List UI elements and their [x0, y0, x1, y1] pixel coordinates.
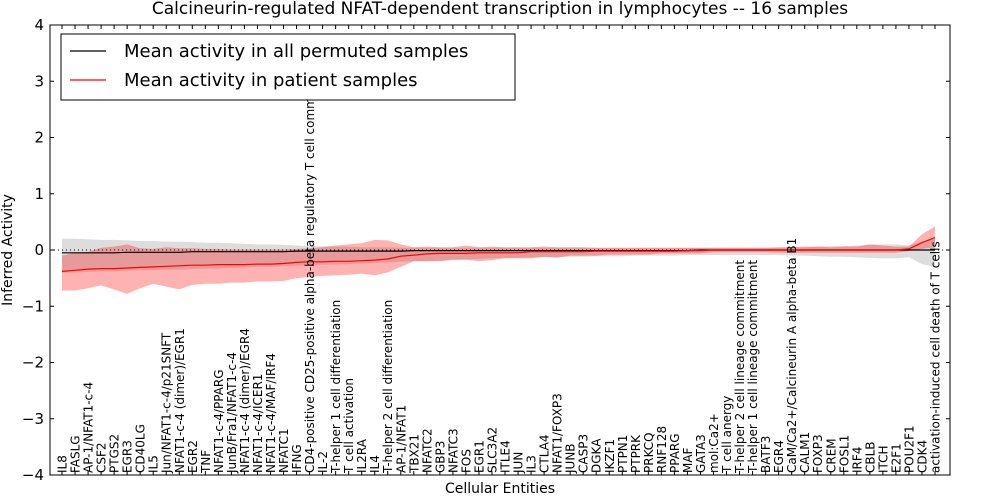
- category-label: FOXP3: [811, 434, 825, 473]
- category-label: NFAT1-c-4 (dimer)/EGR4: [238, 328, 252, 473]
- category-label: mol:Ca2+: [707, 413, 721, 473]
- category-label: CASP3: [577, 434, 591, 473]
- x-axis-label: Cellular Entities: [445, 481, 555, 497]
- category-label: E2F1: [889, 443, 903, 473]
- category-label: MAF: [681, 447, 695, 473]
- y-tick-label: 4: [34, 16, 44, 34]
- category-label: CaM/Ca2+/Calcineurin A alpha-beta B1: [785, 238, 799, 473]
- category-label: TBX21: [407, 434, 421, 474]
- category-label: JUN: [512, 452, 526, 474]
- category-label: TNF: [199, 450, 213, 474]
- category-label: Jun/NFAT1-c-4/p21SNFT: [160, 332, 174, 474]
- category-label: AP-1/NFAT1-c-4: [82, 382, 96, 473]
- y-tick-label: 2: [34, 129, 44, 147]
- category-label: T cell activation: [342, 378, 356, 474]
- series-lines: [61, 237, 936, 272]
- category-label: DGKA: [590, 438, 604, 473]
- y-tick-label: 0: [34, 241, 44, 259]
- category-label: activation-induced cell death of T cells: [929, 241, 943, 473]
- legend: Mean activity in all permuted samples Me…: [60, 33, 516, 101]
- y-tick-label: −3: [22, 410, 44, 428]
- legend-label-patient: Mean activity in patient samples: [124, 70, 418, 91]
- legend-box: [60, 33, 516, 101]
- category-label: T cell anergy: [720, 396, 734, 474]
- category-label: GBP3: [433, 441, 447, 473]
- category-label: CSF2: [95, 442, 109, 473]
- category-label: ITCH: [876, 445, 890, 473]
- category-label: GATA3: [694, 434, 708, 473]
- category-label: EGR1: [473, 440, 487, 473]
- category-label: T-helper 2 cell differentiation: [381, 300, 395, 474]
- category-label: NFATC2: [420, 428, 434, 473]
- category-label: IL-2: [316, 451, 330, 473]
- category-label: RNF128: [655, 426, 669, 473]
- category-label: JUNB: [564, 443, 578, 474]
- category-label: EGR3: [121, 440, 135, 473]
- category-label: BATF3: [759, 436, 773, 473]
- category-label: JunB/Fra1/NFAT1-c-4: [225, 352, 239, 474]
- legend-label-permuted: Mean activity in all permuted samples: [124, 41, 468, 62]
- category-label: IL8: [56, 455, 70, 473]
- category-label: NFAT1-c-4/ICER1: [251, 374, 265, 473]
- category-label: CREM: [824, 438, 838, 473]
- x-axis-ticks: [61, 25, 936, 475]
- category-label: T-helper 1 cell differentiation: [329, 300, 343, 474]
- category-label: NFATC1: [277, 428, 291, 473]
- y-tick-label: 3: [34, 72, 44, 90]
- category-label: IL3: [525, 455, 539, 473]
- category-label: NFATC3: [446, 428, 460, 473]
- y-tick-label: −1: [22, 297, 44, 315]
- category-label: NFAT1-c-4 (dimer)/EGR1: [173, 328, 187, 473]
- category-label: NFAT1-c-4/MAF/IRF4: [264, 353, 278, 473]
- category-label: NFAT1-c-4/PPARG: [212, 369, 226, 473]
- category-label: CTLA4: [538, 434, 552, 473]
- category-label: CDK4: [916, 440, 930, 473]
- category-label: T-helper 2 cell lineage commitment: [733, 260, 747, 474]
- y-tick-label: −4: [22, 466, 44, 484]
- category-label: ITLE4: [499, 440, 513, 473]
- category-label: IL4: [368, 455, 382, 473]
- category-label: CBLB: [863, 441, 877, 473]
- category-label: PRKCQ: [642, 432, 656, 473]
- category-label: CD40LG: [134, 424, 148, 473]
- y-axis-ticks: −4 −3 −2 −1 0 1 2 3 4: [22, 16, 950, 484]
- category-label: POU2F1: [902, 425, 916, 473]
- category-label: IFNG: [290, 444, 304, 473]
- category-label: SLC3A2: [486, 427, 500, 473]
- line-patient: [61, 237, 936, 272]
- category-label: AP-1/NFAT1: [394, 405, 408, 473]
- chart-title: Calcineurin-regulated NFAT-dependent tra…: [152, 0, 848, 19]
- category-label: T-helper 1 cell lineage commitment: [746, 260, 760, 474]
- y-axis-label: Inferred Activity: [0, 194, 16, 306]
- category-label: FOS: [459, 449, 473, 473]
- category-label: CD4-positive CD25-positive alpha-beta re…: [303, 57, 317, 473]
- y-tick-label: 1: [34, 185, 44, 203]
- category-label: PPARG: [668, 433, 682, 473]
- category-label: IRF4: [850, 447, 864, 473]
- category-label: CALM1: [798, 432, 812, 473]
- category-label: IL5: [147, 455, 161, 473]
- band-patient: [62, 226, 935, 294]
- category-label: PTPRK: [629, 434, 643, 473]
- category-label: EGR4: [772, 440, 786, 473]
- category-label: FASLG: [69, 435, 83, 473]
- category-label: NFAT1/FOXP3: [551, 393, 565, 473]
- category-label: FOSL1: [837, 435, 851, 473]
- category-label: PTPN1: [616, 435, 630, 473]
- category-label: IKZF1: [603, 439, 617, 473]
- category-label: IL2RA: [355, 438, 369, 473]
- y-tick-label: −2: [22, 354, 44, 372]
- category-label: EGR2: [186, 440, 200, 473]
- category-label: PTGS2: [108, 434, 122, 473]
